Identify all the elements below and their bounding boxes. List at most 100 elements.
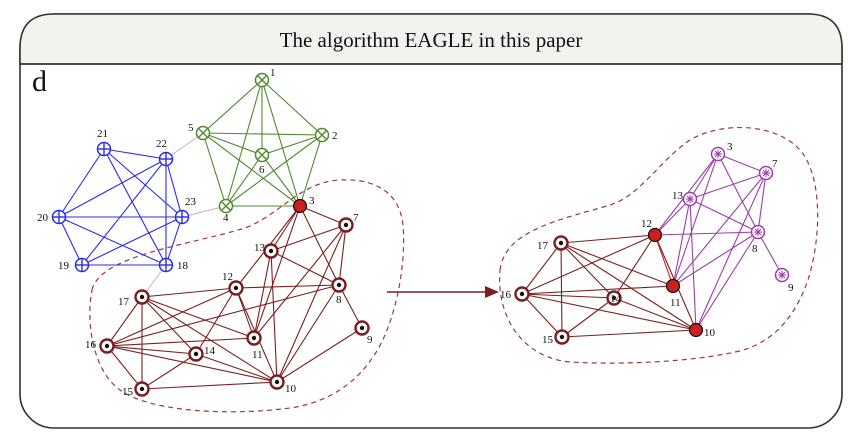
left-node-12 xyxy=(228,280,244,296)
left-edge-3-11 xyxy=(253,205,301,339)
left-node-19 xyxy=(74,257,90,273)
right-node-9 xyxy=(774,267,790,283)
left-edge-16-11 xyxy=(106,337,255,347)
right-node-label-9: 9 xyxy=(788,282,794,294)
right-edge-12-17 xyxy=(560,234,656,244)
left-edge-8-16 xyxy=(106,284,340,347)
right-node-15 xyxy=(554,329,570,345)
left-node-label-1: 1 xyxy=(270,67,276,79)
left-edge-5-4 xyxy=(202,132,227,207)
left-edge-20-18 xyxy=(58,216,167,266)
left-edge-15-14 xyxy=(141,353,197,390)
right-node-10 xyxy=(688,322,704,338)
left-node-21 xyxy=(96,141,112,157)
right-node-16 xyxy=(514,286,530,302)
left-edge-1-5 xyxy=(202,79,263,134)
right-node-12 xyxy=(647,227,663,243)
right-node-label-15: 15 xyxy=(542,334,554,346)
left-edge-20-19 xyxy=(58,216,83,266)
left-node-1 xyxy=(254,72,270,88)
right-node-label-16: 16 xyxy=(500,289,512,301)
right-node-3 xyxy=(710,146,726,162)
right-edge-13-10 xyxy=(689,198,697,331)
right-node-label-7: 7 xyxy=(772,158,778,170)
transition-arrow-head xyxy=(485,286,499,298)
right-node-label-14: 14 xyxy=(610,293,622,305)
right-edge-3-8 xyxy=(717,153,759,233)
left-node-label-14: 14 xyxy=(204,345,216,357)
left-edge-12-17 xyxy=(141,287,237,298)
left-edge-1-4 xyxy=(225,79,263,207)
left-edge-9-10 xyxy=(276,327,363,383)
right-node-11 xyxy=(665,278,681,294)
left-edge-4-23 xyxy=(181,205,227,218)
right-node-label-10: 10 xyxy=(704,327,716,339)
right-edge-3-7 xyxy=(717,153,767,174)
right-node-13 xyxy=(682,191,698,207)
right-edge-8-11 xyxy=(672,231,759,287)
left-node-label-4: 4 xyxy=(223,212,229,224)
left-node-label-16: 16 xyxy=(85,339,97,351)
right-community-outline xyxy=(499,126,819,364)
left-edge-5-6 xyxy=(202,132,263,156)
left-node-label-7: 7 xyxy=(353,212,359,224)
left-edge-13-10 xyxy=(270,250,278,383)
right-edge-15-10 xyxy=(561,329,697,338)
right-node-label-3: 3 xyxy=(727,141,733,153)
left-edge-7-10 xyxy=(276,224,347,383)
right-edge-13-11 xyxy=(672,198,691,287)
right-edge-16-10 xyxy=(521,293,697,331)
right-edge-8-9 xyxy=(757,231,783,276)
left-node-7 xyxy=(338,217,354,233)
left-edge-2-6 xyxy=(261,134,323,156)
left-node-label-18: 18 xyxy=(177,260,189,272)
right-edge-11-17 xyxy=(560,242,674,287)
left-node-22 xyxy=(158,151,174,167)
left-edge-15-10 xyxy=(141,381,278,390)
left-edge-8-9 xyxy=(338,284,363,329)
right-edge-7-11 xyxy=(672,172,767,287)
right-edge-3-13 xyxy=(689,153,719,200)
left-edge-21-20 xyxy=(58,148,105,218)
left-edge-22-23 xyxy=(165,158,183,218)
left-edge-12-11 xyxy=(235,287,255,339)
left-edge-16-14 xyxy=(106,345,197,355)
right-node-label-13: 13 xyxy=(672,190,684,202)
left-node-label-17: 17 xyxy=(118,296,130,308)
right-edge-13-12 xyxy=(654,198,691,236)
left-edge-12-16 xyxy=(106,287,237,347)
right-node-label-12: 12 xyxy=(641,218,652,230)
right-node-7 xyxy=(758,165,774,181)
right-edge-17-15 xyxy=(560,242,563,338)
right-node-14 xyxy=(606,290,622,306)
left-node-10 xyxy=(269,374,285,390)
right-edge-16-14 xyxy=(521,293,615,299)
right-edge-17-10 xyxy=(560,242,697,331)
left-node-15 xyxy=(134,381,150,397)
left-edge-17-14 xyxy=(141,296,197,355)
left-edge-16-15 xyxy=(106,345,143,390)
right-node-17 xyxy=(553,235,569,251)
left-edge-8-10 xyxy=(276,284,340,383)
left-edge-16-10 xyxy=(106,345,278,383)
left-node-label-15: 15 xyxy=(122,386,134,398)
left-node-14 xyxy=(188,346,204,362)
left-edge-3-7 xyxy=(299,205,347,226)
left-node-18 xyxy=(158,257,174,273)
left-edge-6-3 xyxy=(261,154,301,207)
right-edge-12-16 xyxy=(521,234,656,295)
right-node-label-11: 11 xyxy=(670,297,681,309)
left-edge-17-11 xyxy=(141,296,255,339)
left-edge-21-22 xyxy=(103,148,167,160)
left-edge-1-3 xyxy=(261,79,301,207)
left-edge-6-4 xyxy=(225,154,263,207)
left-edge-3-13 xyxy=(270,205,301,252)
panel-label: d xyxy=(32,65,47,98)
right-edge-7-8 xyxy=(757,172,767,233)
left-node-16 xyxy=(99,338,115,354)
left-node-label-9: 9 xyxy=(367,334,373,346)
left-node-label-22: 22 xyxy=(156,138,167,150)
left-node-label-5: 5 xyxy=(188,122,194,134)
right-edge-13-8 xyxy=(689,198,759,233)
